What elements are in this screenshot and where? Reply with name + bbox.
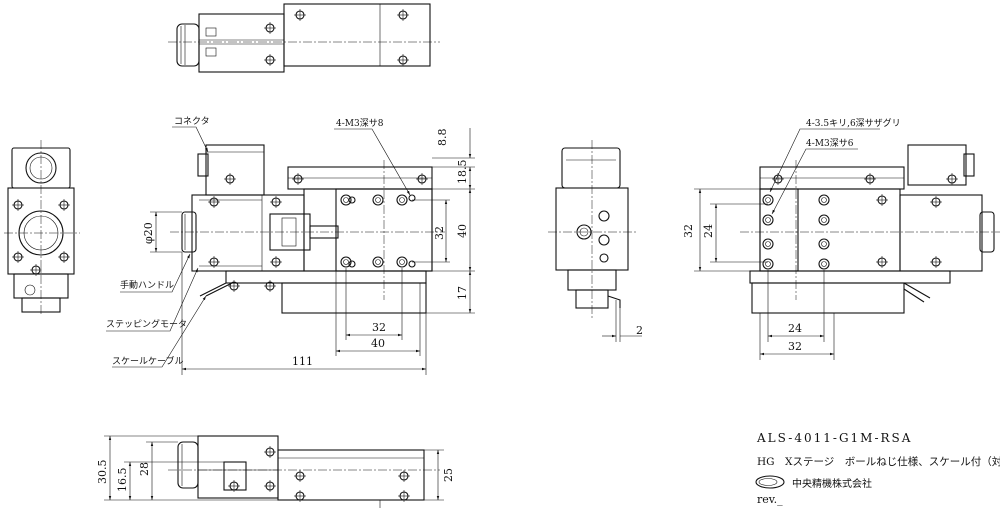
dim-32-horizontal: 32 — [372, 321, 386, 334]
dim-right-32-horizontal: 32 — [788, 340, 802, 353]
dim-40-vertical: 40 — [456, 224, 469, 238]
callout-stepping-motor: ステッピングモータ — [106, 318, 187, 330]
dim-right-24-horizontal: 24 — [788, 322, 802, 335]
model-number: ALS-4011-G1M-RSA — [757, 431, 913, 445]
dim-2: 2 — [636, 324, 643, 337]
bottom-view: 30.5 28 16.5 25 — [96, 435, 455, 508]
dim-25: 25 — [442, 468, 455, 482]
dim-right-32-vertical: 32 — [682, 224, 695, 238]
front-view — [170, 144, 445, 314]
callout-connector: コネクタ — [174, 116, 210, 127]
left-end-view — [4, 140, 80, 315]
dim-111: 111 — [292, 355, 313, 368]
dim-right-24-vertical: 24 — [702, 224, 715, 238]
dim-32-vertical: 32 — [433, 226, 446, 240]
top-view — [168, 3, 440, 73]
dim-16-5: 16.5 — [116, 468, 129, 493]
front-callouts: コネクタ 4-M3深サ8 手動ハンドル ステッピングモータ スケールケーブル — [106, 116, 411, 368]
dim-8-8: 8.8 — [436, 129, 449, 147]
side-view: 2 — [548, 140, 643, 342]
callout-counterbore: 4-3.5キリ,6深サザグリ — [806, 117, 901, 129]
dim-40-horizontal: 40 — [371, 337, 385, 350]
dim-knob-diameter: φ20 — [142, 222, 155, 244]
front-dimension-labels: 8.8 18.5 32 40 17 φ20 32 40 111 — [142, 129, 469, 369]
dim-28: 28 — [138, 462, 151, 476]
company-logo — [755, 475, 785, 489]
callout-scale-cable: スケールケーブル — [112, 355, 183, 367]
company-name: 中央精機株式会社 — [792, 479, 872, 490]
dim-30-5: 30.5 — [96, 460, 109, 485]
callout-m3-side: 4-M3深サ6 — [806, 138, 854, 149]
front-dimensions — [150, 128, 475, 375]
callout-m3-front: 4-M3深サ8 — [336, 118, 384, 129]
stage-description: HG Xステージ ボールねじ仕様、スケール付（対称型） — [757, 456, 1000, 468]
dim-18-5: 18.5 — [456, 160, 469, 185]
dim-17: 17 — [456, 286, 469, 300]
callout-hand-knob: 手動ハンドル — [120, 279, 174, 291]
revision: rev._ — [757, 493, 783, 506]
right-view: 4-3.5キリ,6深サザグリ 4-M3深サ6 32 24 24 32 — [682, 117, 1000, 360]
